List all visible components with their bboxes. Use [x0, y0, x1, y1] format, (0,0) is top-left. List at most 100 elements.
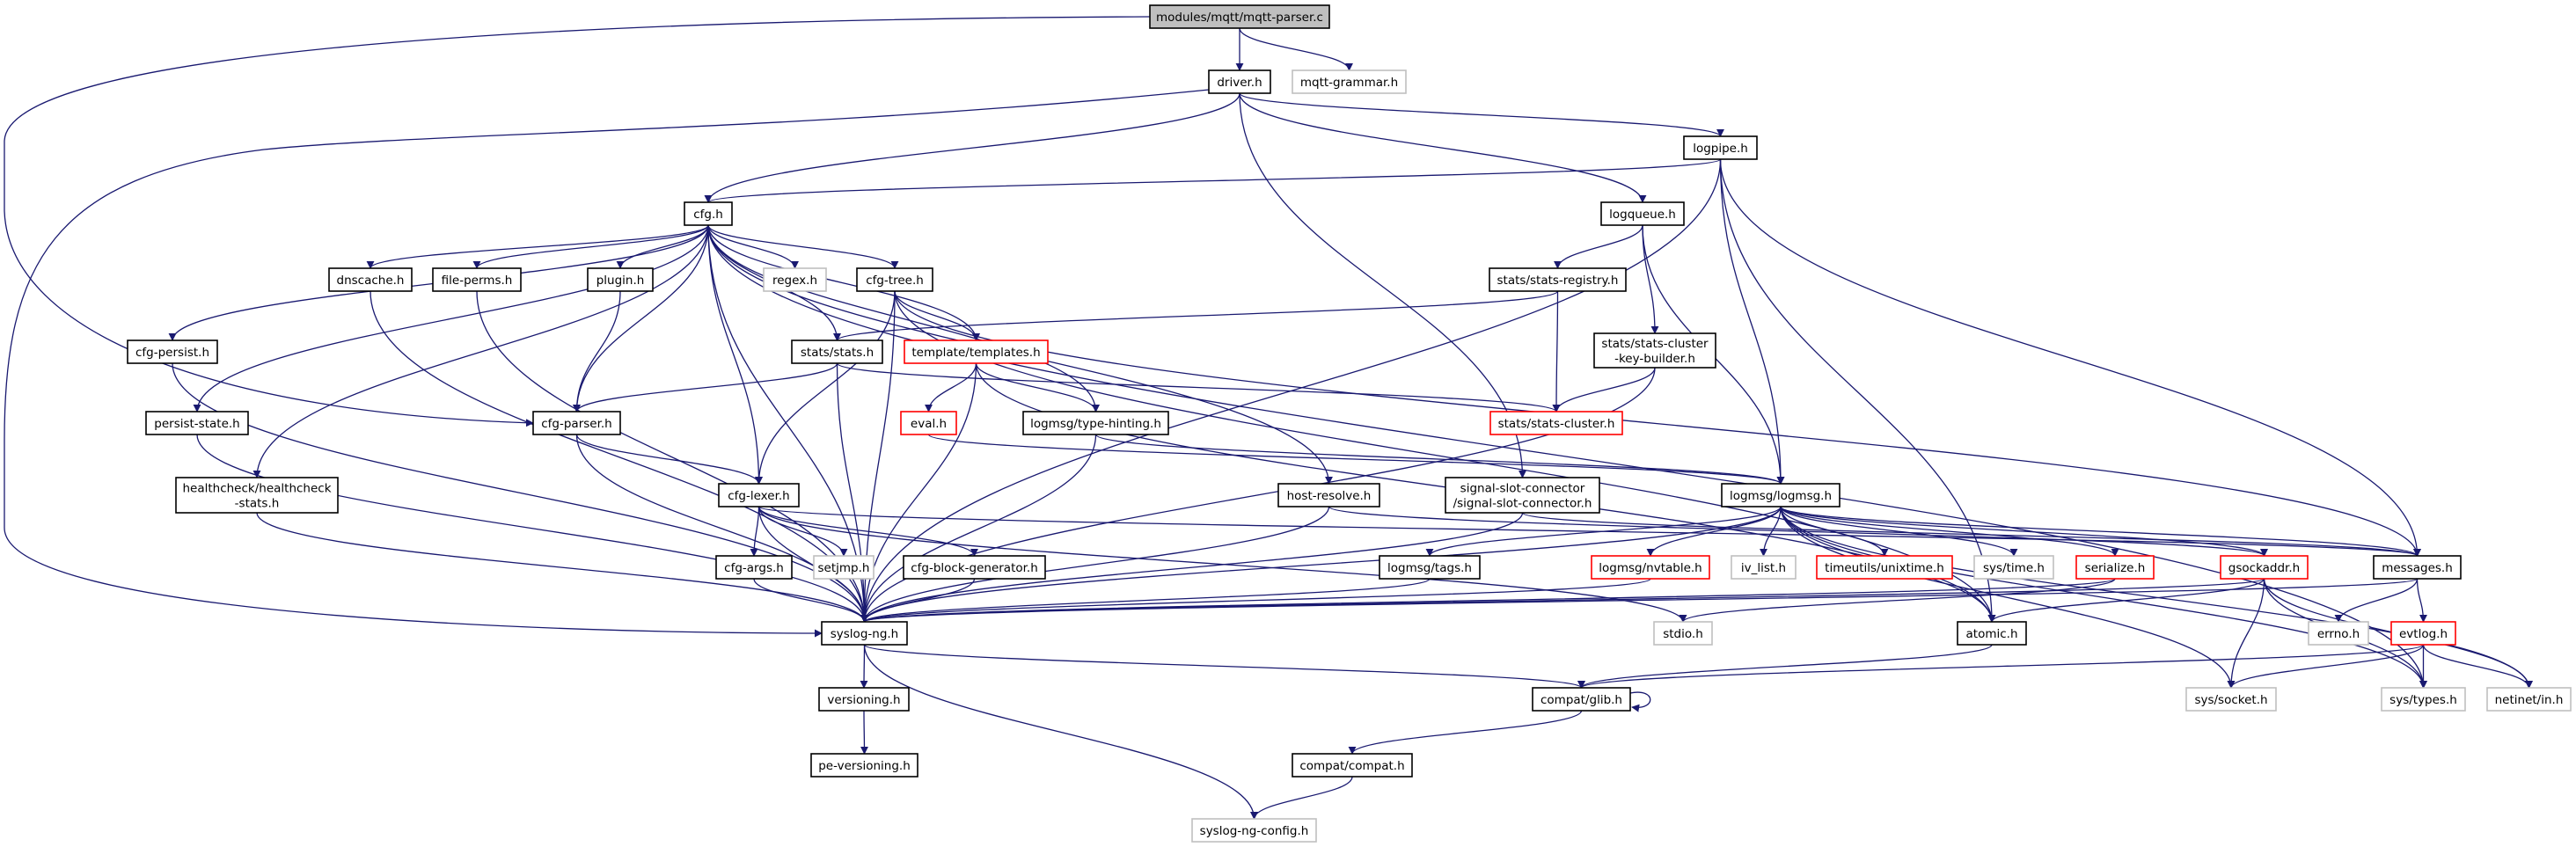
edge-cfg-parser-to-cfg-lexer	[575, 434, 763, 485]
node-box	[587, 267, 654, 292]
node-nvtable[interactable]: logmsg/nvtable.h	[1591, 555, 1710, 580]
node-box	[856, 267, 933, 292]
node-serialize[interactable]: serialize.h	[2075, 555, 2155, 580]
node-label: atomic.h	[1966, 627, 2018, 641]
node-stats-registry[interactable]: stats/stats-registry.h	[1489, 267, 1627, 292]
node-cfg-persist[interactable]: cfg-persist.h	[127, 340, 218, 364]
edge-syslog-ng-to-syslog-ng-config	[863, 644, 1258, 820]
node-box	[1532, 687, 1631, 712]
node-cfg-args[interactable]: cfg-args.h	[715, 555, 793, 580]
edge-eval-to-logmsg	[927, 434, 1785, 485]
node-sys-types[interactable]: sys/types.h	[2381, 687, 2466, 712]
node-dnscache[interactable]: dnscache.h	[328, 267, 413, 292]
edge-templates-to-eval	[925, 362, 977, 413]
node-label: cfg-lexer.h	[728, 489, 789, 503]
node-driver[interactable]: driver.h	[1208, 69, 1271, 94]
node-label: cfg-block-generator.h	[911, 561, 1038, 575]
edge-type-hinting-to-logmsg	[1094, 434, 1785, 485]
node-persist-state[interactable]: persist-state.h	[145, 411, 249, 435]
node-box	[821, 621, 908, 646]
edge-logpipe-to-syslog-ng	[860, 158, 1722, 623]
node-host-resolve[interactable]: host-resolve.h	[1277, 483, 1380, 507]
node-syslog-ng[interactable]: syslog-ng.h	[821, 621, 908, 646]
node-cfg-parser[interactable]: cfg-parser.h	[532, 411, 621, 435]
node-label: pe-versioning.h	[818, 759, 911, 773]
node-type-hinting[interactable]: logmsg/type-hinting.h	[1022, 411, 1169, 435]
node-stdio[interactable]: stdio.h	[1653, 621, 1713, 646]
node-logmsg[interactable]: logmsg/logmsg.h	[1721, 483, 1841, 507]
node-label: sys/types.h	[2389, 693, 2457, 707]
node-healthcheck[interactable]: healthcheck/healthcheck-stats.h	[175, 477, 339, 514]
edge-compat-to-syslog-ng-config	[1250, 776, 1353, 820]
node-stats[interactable]: stats/stats.h	[791, 340, 883, 364]
node-label: stdio.h	[1663, 627, 1703, 641]
node-logqueue[interactable]: logqueue.h	[1600, 201, 1685, 226]
node-label: cfg-tree.h	[866, 274, 924, 288]
node-label: stats/stats-cluster.h	[1498, 417, 1615, 431]
node-box	[1721, 483, 1841, 507]
node-box	[763, 267, 827, 292]
node-unixtime[interactable]: timeutils/unixtime.h	[1816, 555, 1953, 580]
node-compat[interactable]: compat/compat.h	[1292, 753, 1413, 778]
node-cfg-block-gen[interactable]: cfg-block-generator.h	[903, 555, 1046, 580]
node-cfg-lexer[interactable]: cfg-lexer.h	[718, 483, 800, 507]
node-box	[2381, 687, 2466, 712]
node-iv_list[interactable]: iv_list.h	[1731, 555, 1797, 580]
node-setjmp[interactable]: setjmp.h	[813, 555, 875, 580]
node-versioning[interactable]: versioning.h	[818, 687, 910, 712]
edge-cfg-to-type-hinting	[707, 224, 1100, 413]
node-box	[2486, 687, 2572, 712]
node-evtlog[interactable]: evtlog.h	[2390, 621, 2456, 646]
node-label: file-perms.h	[442, 274, 513, 288]
node-stats-cluster[interactable]: stats/stats-cluster.h	[1489, 411, 1623, 435]
edge-cfg-lexer-to-cfg-block-gen	[757, 506, 978, 557]
node-box	[1653, 621, 1713, 646]
node-plugin[interactable]: plugin.h	[587, 267, 654, 292]
node-box	[791, 340, 883, 364]
edge-cfg-tree-to-templates	[894, 290, 980, 341]
node-errno[interactable]: errno.h	[2308, 621, 2369, 646]
node-sys-time[interactable]: sys/time.h	[1973, 555, 2054, 580]
node-messages[interactable]: messages.h	[2373, 555, 2462, 580]
node-syslog-ng-config[interactable]: syslog-ng-config.h	[1191, 818, 1317, 843]
node-cfg[interactable]: cfg.h	[684, 201, 733, 226]
node-label: timeutils/unixtime.h	[1825, 561, 1944, 575]
node-mqtt-grammar[interactable]: mqtt-grammar.h	[1292, 69, 1407, 94]
node-box	[1731, 555, 1797, 580]
edge-atomic-to-glib	[1577, 644, 1993, 689]
node-stats-ckb[interactable]: stats/stats-cluster-key-builder.h	[1593, 332, 1716, 369]
node-label: -stats.h	[235, 497, 280, 511]
node-box	[1292, 753, 1413, 778]
edge-logmsg-to-sys-time	[1780, 506, 2018, 557]
node-label: cfg-args.h	[724, 561, 784, 575]
node-glib[interactable]: compat/glib.h	[1532, 687, 1631, 712]
node-box	[328, 267, 413, 292]
node-atomic[interactable]: atomic.h	[1957, 621, 2027, 646]
node-mqtt-parser[interactable]: modules/mqtt/mqtt-parser.c	[1149, 4, 1330, 29]
node-box	[1191, 818, 1317, 843]
node-cfg-tree[interactable]: cfg-tree.h	[856, 267, 933, 292]
edge-stats-ckb-to-stats-cluster	[1552, 367, 1656, 413]
edge-cfg-to-healthcheck	[252, 224, 709, 478]
node-label: stats/stats-registry.h	[1497, 274, 1619, 288]
node-sys-socket[interactable]: sys/socket.h	[2185, 687, 2277, 712]
node-logpipe[interactable]: logpipe.h	[1683, 135, 1758, 160]
node-tags[interactable]: logmsg/tags.h	[1379, 555, 1481, 580]
node-label: mqtt-grammar.h	[1300, 76, 1398, 90]
node-label: /signal-slot-connector.h	[1453, 497, 1592, 511]
node-label: stats/stats.h	[801, 346, 874, 360]
nodes-layer: modules/mqtt/mqtt-parser.c driver.h mqtt-g…	[127, 4, 2572, 843]
edge-logmsg-to-unixtime	[1780, 506, 1889, 557]
edge-cfg-to-cfg-parser	[573, 224, 709, 413]
node-templates[interactable]: template/templates.h	[904, 340, 1049, 364]
edge-versioning-to-pe-versioning	[860, 710, 868, 755]
node-netinet[interactable]: netinet/in.h	[2486, 687, 2572, 712]
node-pe-versioning[interactable]: pe-versioning.h	[810, 753, 918, 778]
node-label: versioning.h	[827, 693, 900, 707]
edge-driver-to-syslog-ng	[4, 89, 1210, 638]
node-gsockaddr[interactable]: gsockaddr.h	[2220, 555, 2309, 580]
node-regex[interactable]: regex.h	[763, 267, 827, 292]
node-signal-slot[interactable]: signal-slot-connector/signal-slot-connec…	[1445, 477, 1600, 514]
node-file-perms[interactable]: file-perms.h	[432, 267, 522, 292]
node-eval[interactable]: eval.h	[900, 411, 957, 435]
